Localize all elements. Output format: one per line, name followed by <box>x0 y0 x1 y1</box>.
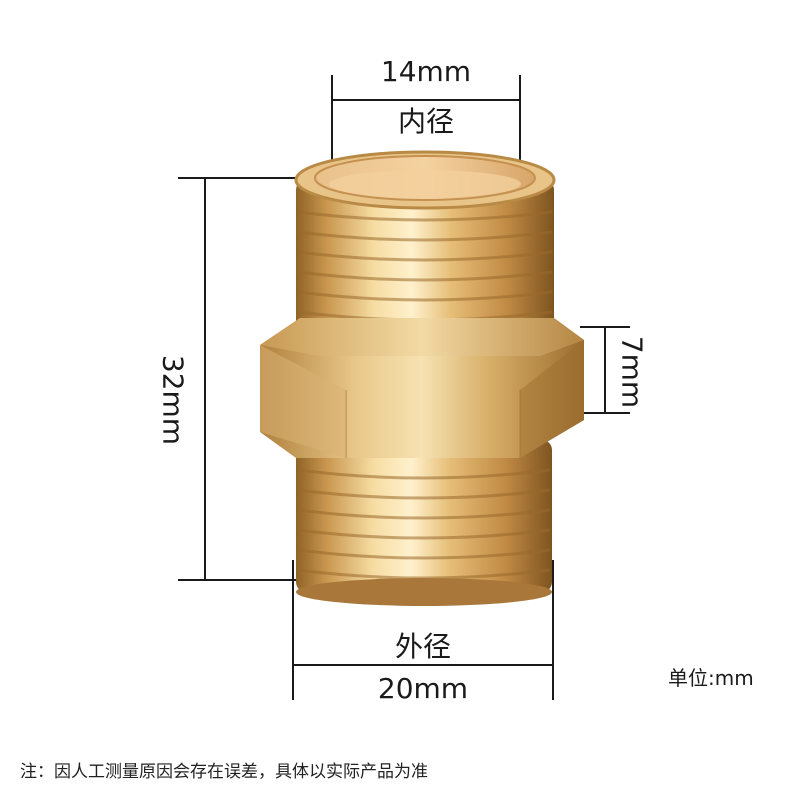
outer-diameter-label: 外径 <box>394 630 451 663</box>
outer-diameter-value: 20mm <box>377 672 469 705</box>
total-length-value: 32mm <box>156 354 190 446</box>
inner-diameter-value: 14mm <box>380 55 472 88</box>
lower-thread <box>296 440 552 606</box>
unit-label: 单位:mm <box>668 666 754 690</box>
inner-diameter-label: 内径 <box>397 105 454 138</box>
hex-collar <box>260 318 584 458</box>
hex-length-value: 7mm <box>615 335 649 409</box>
dimension-lines <box>178 75 630 700</box>
upper-thread <box>294 150 556 350</box>
measurement-footnote: 注：因人工测量原因会存在误差，具体以实际产品为准 <box>20 762 428 782</box>
